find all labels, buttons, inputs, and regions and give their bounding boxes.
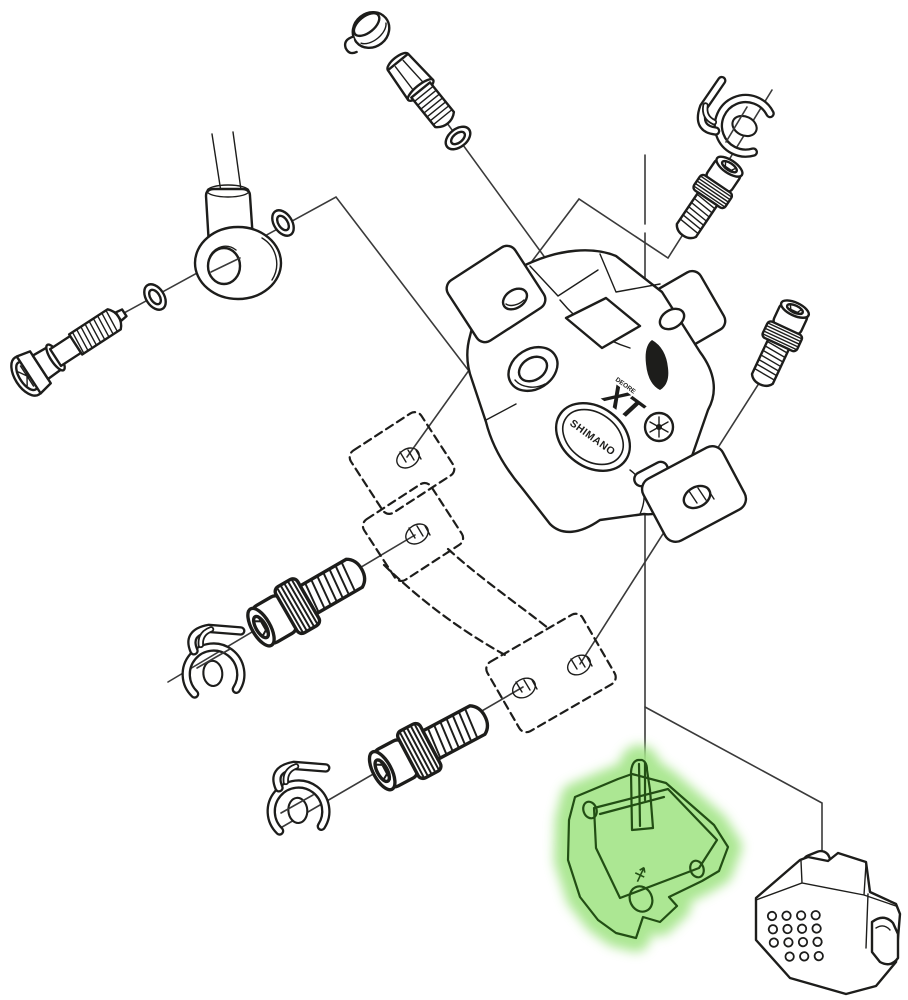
sealing-washer-right[interactable]: [266, 205, 300, 241]
brake-pad[interactable]: [566, 758, 730, 940]
pad-retainer-prong: [629, 758, 655, 832]
bleed-o-ring[interactable]: [440, 120, 476, 156]
bleed-spacer-block[interactable]: [754, 848, 902, 996]
banjo-fitting[interactable]: [193, 225, 283, 301]
pad-direction-marking-icon: [634, 866, 646, 883]
adapter-threaded-hole-middle: [405, 523, 431, 545]
hose-hook-clip[interactable]: [692, 78, 775, 158]
adapter-threaded-hole-bottom-left: [511, 677, 538, 699]
bleed-nipple-cap[interactable]: [336, 5, 397, 63]
adapter-threaded-hole-top: [396, 447, 422, 469]
adapter-bolt-upper[interactable]: [238, 544, 377, 657]
hose-guide-clip-upper[interactable]: [182, 626, 246, 695]
banjo-bolt[interactable]: [5, 294, 136, 401]
caliper-fixing-bolt[interactable]: [741, 293, 817, 394]
adapter-threaded-hole-bottom-right: [566, 654, 593, 676]
shimano-logo-oval: SHIMANO: [554, 402, 632, 472]
caliper-mount-ear-top: [445, 244, 547, 344]
caliper-body[interactable]: SHIMANO XT DEORE: [443, 242, 750, 546]
sealing-washer-left[interactable]: [138, 279, 172, 315]
caliper-banjo-pin: [643, 411, 675, 443]
hose-guide-clip-lower[interactable]: [267, 763, 331, 832]
mount-adapter[interactable]: [347, 409, 619, 735]
clip-fixing-bolt[interactable]: [666, 149, 751, 248]
bleed-screw[interactable]: [382, 48, 460, 133]
bleed-block-dimples: [766, 910, 824, 962]
adapter-bolt-lower[interactable]: [360, 690, 499, 801]
